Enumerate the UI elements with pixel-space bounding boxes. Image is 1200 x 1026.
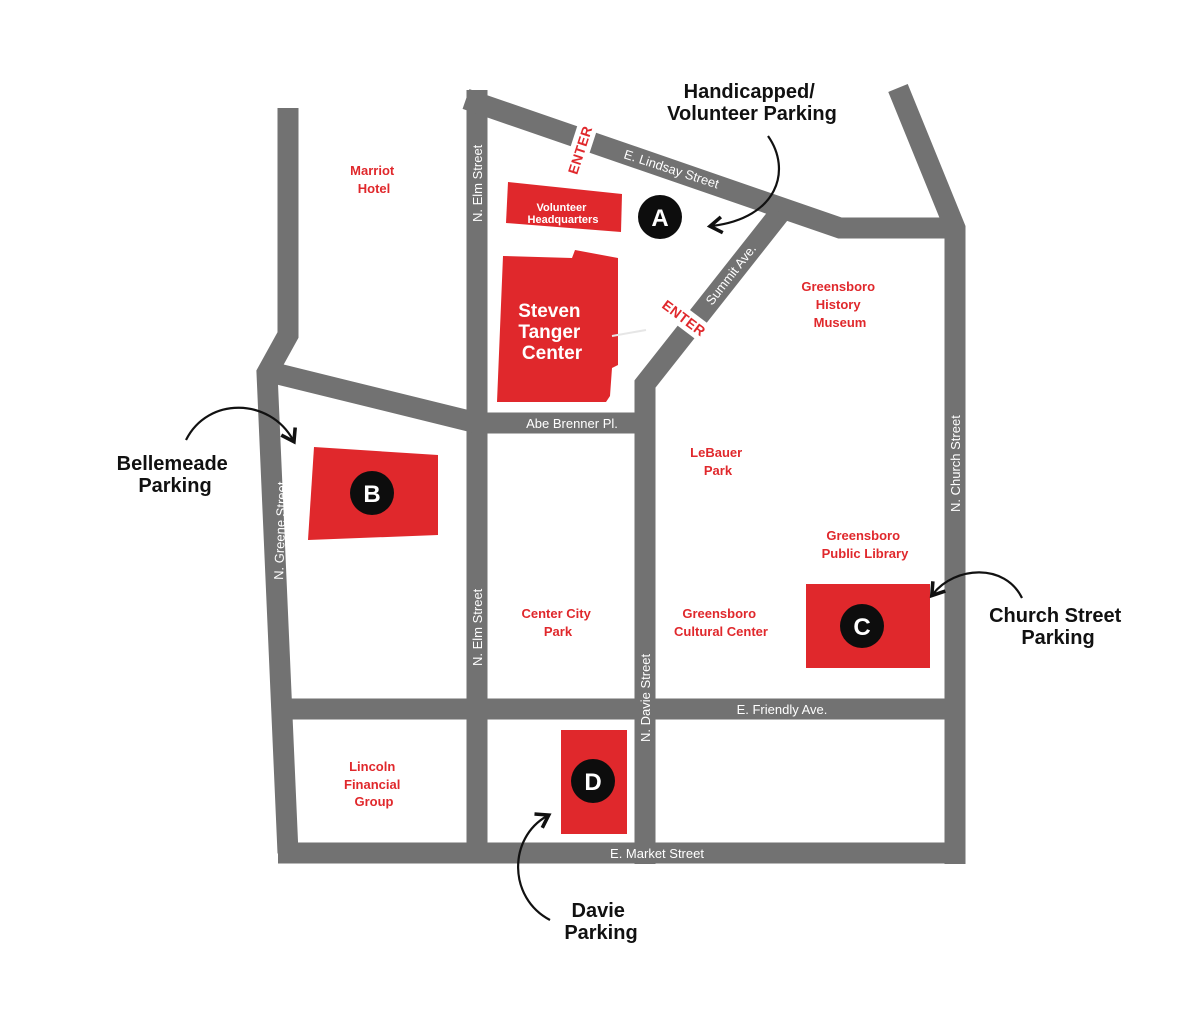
street-label-e-friendly: E. Friendly Ave.: [737, 702, 828, 717]
marker-d-letter: D: [584, 769, 601, 796]
volunteer-headquarters-building: [506, 182, 622, 232]
place-label-history-museum: Greensboro History Museum: [801, 279, 878, 330]
tanger-center-walkway: [611, 329, 647, 337]
marker-b-circle: [350, 471, 394, 515]
place-label-marriot-hotel: Marriot Hotel: [350, 163, 398, 196]
marker-b[interactable]: B: [350, 471, 394, 515]
place-label-center-city-park: Center City Park: [522, 606, 595, 639]
road-n-church-street: [888, 84, 966, 864]
road-abe-brenner-pl: [267, 361, 645, 434]
callout-handicapped-parking: Handicapped/ Volunteer Parking: [667, 81, 837, 125]
steven-tanger-center-label: Steven Tanger Center: [518, 301, 586, 364]
marker-b-letter: B: [363, 481, 380, 508]
arrow-church-icon: [929, 571, 1023, 599]
street-label-n-greene: N. Greene Street: [271, 481, 289, 580]
place-label-lincoln-financial: Lincoln Financial Group: [344, 759, 404, 809]
arrow-handicapped-icon: [706, 135, 781, 235]
marker-d-circle: [571, 759, 615, 803]
callout-davie-parking: Davie Parking: [564, 900, 637, 944]
place-label-lebauer-park: LeBauer Park: [690, 445, 746, 478]
marker-c-circle: [840, 604, 884, 648]
street-label-n-church: N. Church Street: [948, 415, 963, 512]
marker-a[interactable]: A: [638, 195, 682, 239]
marker-a-letter: A: [651, 205, 668, 232]
callout-bellemeade-parking: Bellemeade Parking: [117, 453, 234, 497]
volunteer-headquarters-label: Volunteer Headquarters: [528, 202, 599, 226]
street-label-e-market: E. Market Street: [610, 846, 704, 861]
arrow-bellemeade-icon: [185, 406, 297, 445]
arrow-davie-icon: [517, 812, 552, 921]
street-label-n-elm-north: N. Elm Street: [470, 144, 485, 222]
steven-tanger-center-building: [497, 250, 618, 402]
street-label-n-davie: N. Davie Street: [638, 653, 653, 742]
callout-church-street-parking: Church Street Parking: [989, 605, 1127, 649]
street-label-abe-brenner: Abe Brenner Pl.: [526, 416, 618, 431]
street-label-summit-ave: Summit Ave.: [703, 241, 760, 308]
road-n-greene-street: [256, 108, 299, 854]
marker-a-circle: [638, 195, 682, 239]
street-label-e-lindsay: E. Lindsay Street: [622, 147, 721, 192]
street-label-n-elm-south: N. Elm Street: [470, 588, 485, 666]
place-label-public-library: Greensboro Public Library: [822, 528, 909, 561]
place-label-cultural-center: Greensboro Cultural Center: [674, 606, 768, 639]
marker-c-letter: C: [853, 614, 870, 641]
marker-c[interactable]: C: [840, 604, 884, 648]
marker-d[interactable]: D: [571, 759, 615, 803]
callout-arrows: [185, 135, 1023, 921]
